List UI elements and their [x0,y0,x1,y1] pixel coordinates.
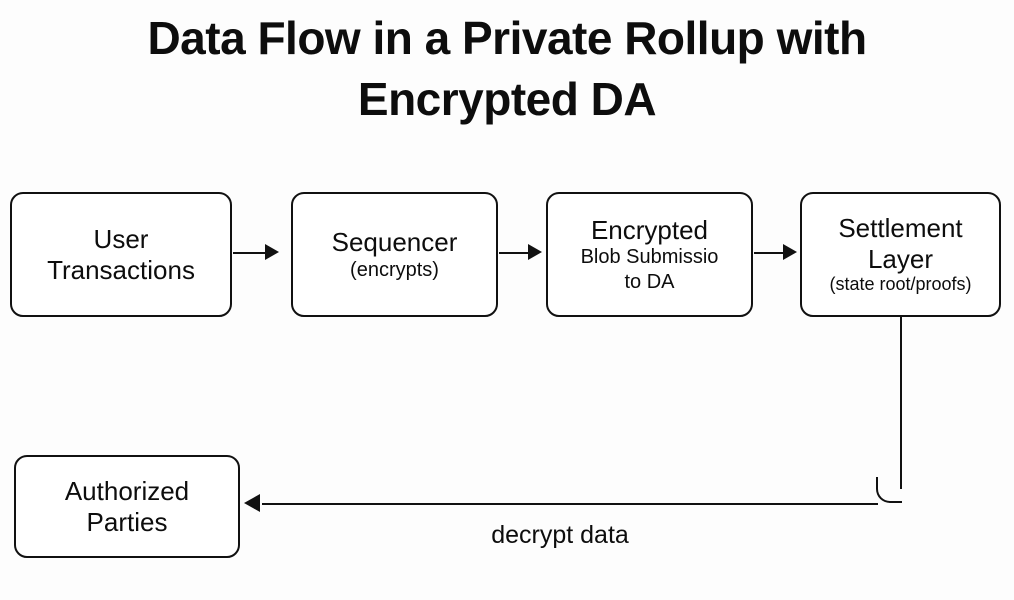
edge-user-to-sequencer-line [233,252,267,254]
edge-settlement-to-authorized-vertical [900,317,902,489]
node-sequencer-label: Sequencer [331,226,458,257]
node-authorized-parties-label: Authorized Parties [64,475,190,537]
edge-settlement-to-authorized-horizontal [262,503,878,505]
arrow-right-icon [265,244,279,260]
arrow-left-icon [244,494,260,512]
node-encrypted-blob-submission-label: Encrypted [590,214,709,245]
node-user-transactions-label: User Transactions [47,223,195,285]
node-user-transactions[interactable]: User Transactions [10,192,232,317]
node-encrypted-blob-submission-sublabel: Blob Submissio to DA [580,246,719,293]
node-settlement-layer-label: Settlement Layer [838,212,963,274]
arrow-right-icon [783,244,797,260]
arrow-right-icon [528,244,542,260]
node-settlement-layer-sublabel: (state root/proofs) [829,274,972,295]
node-sequencer-sublabel: (encrypts) [350,258,439,281]
node-sequencer[interactable]: Sequencer (encrypts) [291,192,498,317]
node-authorized-parties[interactable]: Authorized Parties [14,455,240,558]
edge-settlement-to-authorized-corner [876,477,902,503]
diagram-title: Data Flow in a Private Rollup with Encry… [147,12,867,126]
edge-sequencer-to-blob-line [499,252,529,254]
node-encrypted-blob-submission[interactable]: Encrypted Blob Submissio to DA [546,192,753,317]
edge-settlement-to-authorized-label: decrypt data [491,521,629,549]
node-settlement-layer[interactable]: Settlement Layer (state root/proofs) [800,192,1001,317]
edge-blob-to-settlement-line [754,252,784,254]
